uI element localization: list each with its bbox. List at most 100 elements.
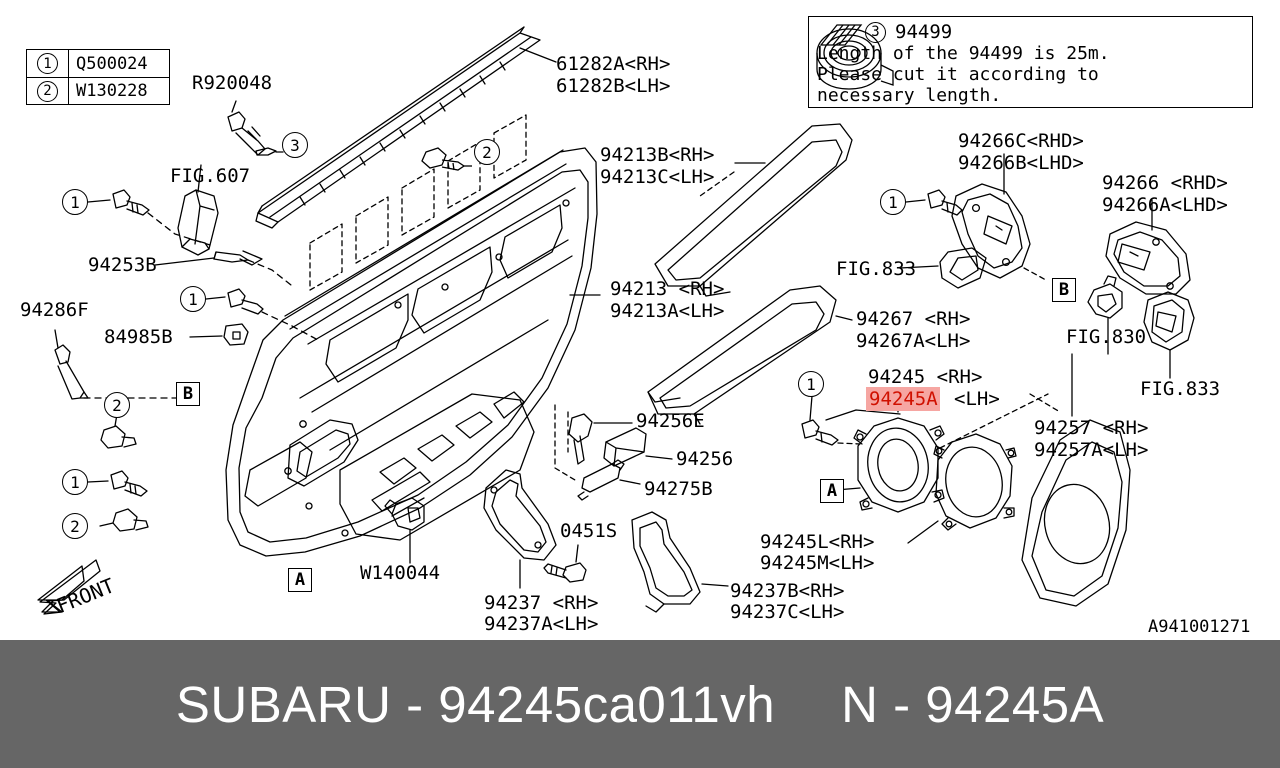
highlighted-part-number[interactable]: 94245A [866, 387, 940, 411]
callout-circle-2-a[interactable]: 2 [104, 392, 130, 418]
label-84985B[interactable]: 84985B [104, 326, 173, 348]
parts-table-code-cell[interactable]: Q500024 [76, 53, 148, 74]
callout-circle-1-b[interactable]: 1 [180, 286, 206, 312]
label-94245[interactable]: 94245 <RH> [868, 366, 983, 388]
diagram-canvas[interactable]: 1 Q500024 2 W130228 3 94499 Length of th… [0, 0, 1280, 640]
label-FIG607[interactable]: FIG.607 [170, 165, 251, 187]
callout-circle-3[interactable]: 3 [282, 132, 308, 158]
callout-circle-2-top[interactable]: 2 [474, 139, 500, 165]
fastener-1-right [927, 189, 963, 216]
part-61282-beltline-moulding [255, 26, 541, 229]
label-61282A[interactable]: 61282A<RH> [556, 53, 671, 75]
fastener-1-upper-left [112, 189, 150, 216]
label-0451S[interactable]: 0451S [560, 520, 618, 542]
fastener-1-mid-left [227, 288, 264, 315]
callout-circle-1-right[interactable]: 1 [880, 189, 906, 215]
callout-circle-2-b[interactable]: 2 [62, 513, 88, 539]
label-94267[interactable]: 94267 <RH> [856, 308, 971, 330]
leader-callout-1-speaker [809, 395, 813, 421]
leader-callout-1a [87, 199, 111, 203]
label-94237A[interactable]: 94237A<LH> [484, 613, 599, 635]
label-94213B[interactable]: 94213B<RH> [600, 144, 715, 166]
part-0451S-screw [543, 562, 587, 583]
note-part-code[interactable]: 94499 [895, 21, 953, 43]
label-R920048[interactable]: R920048 [192, 72, 273, 94]
part-fig607-bracket [177, 189, 219, 256]
leader-94253B [154, 257, 215, 266]
label-FIG833-left[interactable]: FIG.833 [836, 258, 917, 280]
label-94266C[interactable]: 94266C<RHD> [958, 130, 1084, 152]
dash-94213B [699, 171, 735, 197]
label-FIG833-right[interactable]: FIG.833 [1140, 378, 1221, 400]
part-94266C-bracket [951, 183, 1031, 279]
part-94267-lower-trim [647, 285, 837, 425]
callout-box-B-right[interactable]: B [1052, 278, 1076, 302]
callout-circle-1-a[interactable]: 1 [62, 189, 88, 215]
label-94213[interactable]: 94213 <RH> [610, 278, 725, 300]
note-text: Length of the 94499 is 25m. Please cut i… [817, 43, 1110, 106]
label-94213A[interactable]: 94213A<LH> [610, 300, 725, 322]
leader-94237B [701, 583, 729, 587]
label-FIG830[interactable]: FIG.830 [1066, 326, 1147, 348]
part-fig833-left-bracket [939, 247, 987, 289]
dash-1b [261, 311, 319, 341]
part-94213B-upper-trim [654, 123, 853, 297]
callout-box-B-left[interactable]: B [176, 382, 200, 406]
callout-box-A-left[interactable]: A [288, 568, 312, 592]
label-94213C[interactable]: 94213C<LH> [600, 166, 715, 188]
dash-9425x [554, 404, 576, 481]
bottom-banner: SUBARU - 94245ca011vh N - 94245A [0, 640, 1280, 768]
leader-fig607 [197, 164, 202, 193]
leader-61282 [519, 47, 557, 63]
label-94237C[interactable]: 94237C<LH> [730, 601, 845, 623]
parts-table-code-cell[interactable]: W130228 [76, 81, 148, 101]
front-arrow [37, 559, 101, 615]
callout-box-A-speaker[interactable]: A [820, 479, 844, 503]
part-94213-door-trim-panel [225, 114, 598, 557]
label-94256E[interactable]: 94256E [636, 410, 705, 432]
leader-R920048 [231, 100, 237, 113]
label-94286F[interactable]: 94286F [20, 299, 89, 321]
part-94253B-arm [213, 250, 263, 266]
label-94237[interactable]: 94237 <RH> [484, 592, 599, 614]
parts-index-table: 1 Q500024 2 W130228 [26, 49, 170, 105]
label-94245L[interactable]: 94245L<RH> [760, 531, 875, 553]
part-fig833-right-bracket [1143, 291, 1195, 351]
part-94237-bracket [483, 469, 557, 561]
part-94257-grille-cover [1021, 419, 1131, 607]
label-61282B[interactable]: 61282B<LH> [556, 75, 671, 97]
part-94245-speaker [853, 417, 945, 513]
screw-3-head [255, 147, 277, 156]
callout-circle-1-speaker[interactable]: 1 [798, 371, 824, 397]
circled-number: 1 [37, 53, 58, 74]
note-line-2: Please cut it according to [817, 64, 1099, 85]
dash-speaker-1 [837, 442, 861, 445]
banner-text-row: SUBARU - 94245ca011vh N - 94245A [0, 640, 1280, 768]
label-94266B[interactable]: 94266B<LHD> [958, 152, 1084, 174]
label-94257[interactable]: 94257 <RH> [1034, 417, 1149, 439]
label-94266[interactable]: 94266 <RHD> [1102, 172, 1228, 194]
part-94275B-clip [577, 459, 625, 501]
part-94286F-rod [54, 344, 89, 400]
label-94253B[interactable]: 94253B [88, 254, 157, 276]
leader-callout-1-right [905, 199, 926, 203]
part-fig830-grommet [1087, 275, 1123, 319]
callout-circle-1-c[interactable]: 1 [62, 469, 88, 495]
note-line-3: necessary length. [817, 85, 1002, 106]
speaker-outline-aux [825, 409, 901, 421]
part-W140044-grommet [384, 497, 425, 531]
label-94275B[interactable]: 94275B [644, 478, 713, 500]
label-94237B[interactable]: 94237B<RH> [730, 580, 845, 602]
label-94245M[interactable]: 94245M<LH> [760, 552, 875, 574]
parts-table-index-cell: 1 [27, 50, 69, 77]
label-94256[interactable]: 94256 [676, 448, 734, 470]
label-94257A[interactable]: 94257A<LH> [1034, 439, 1149, 461]
label-W140044[interactable]: W140044 [360, 562, 441, 584]
fastener-1-left-lower [110, 470, 148, 497]
leader-94245L [907, 520, 939, 544]
part-94256E-clip [568, 413, 593, 465]
label-94245A-suffix[interactable]: <LH> [954, 388, 1000, 410]
label-94266A[interactable]: 94266A<LHD> [1102, 194, 1228, 216]
label-94267A[interactable]: 94267A<LH> [856, 330, 971, 352]
table-row: 1 Q500024 [27, 50, 169, 77]
